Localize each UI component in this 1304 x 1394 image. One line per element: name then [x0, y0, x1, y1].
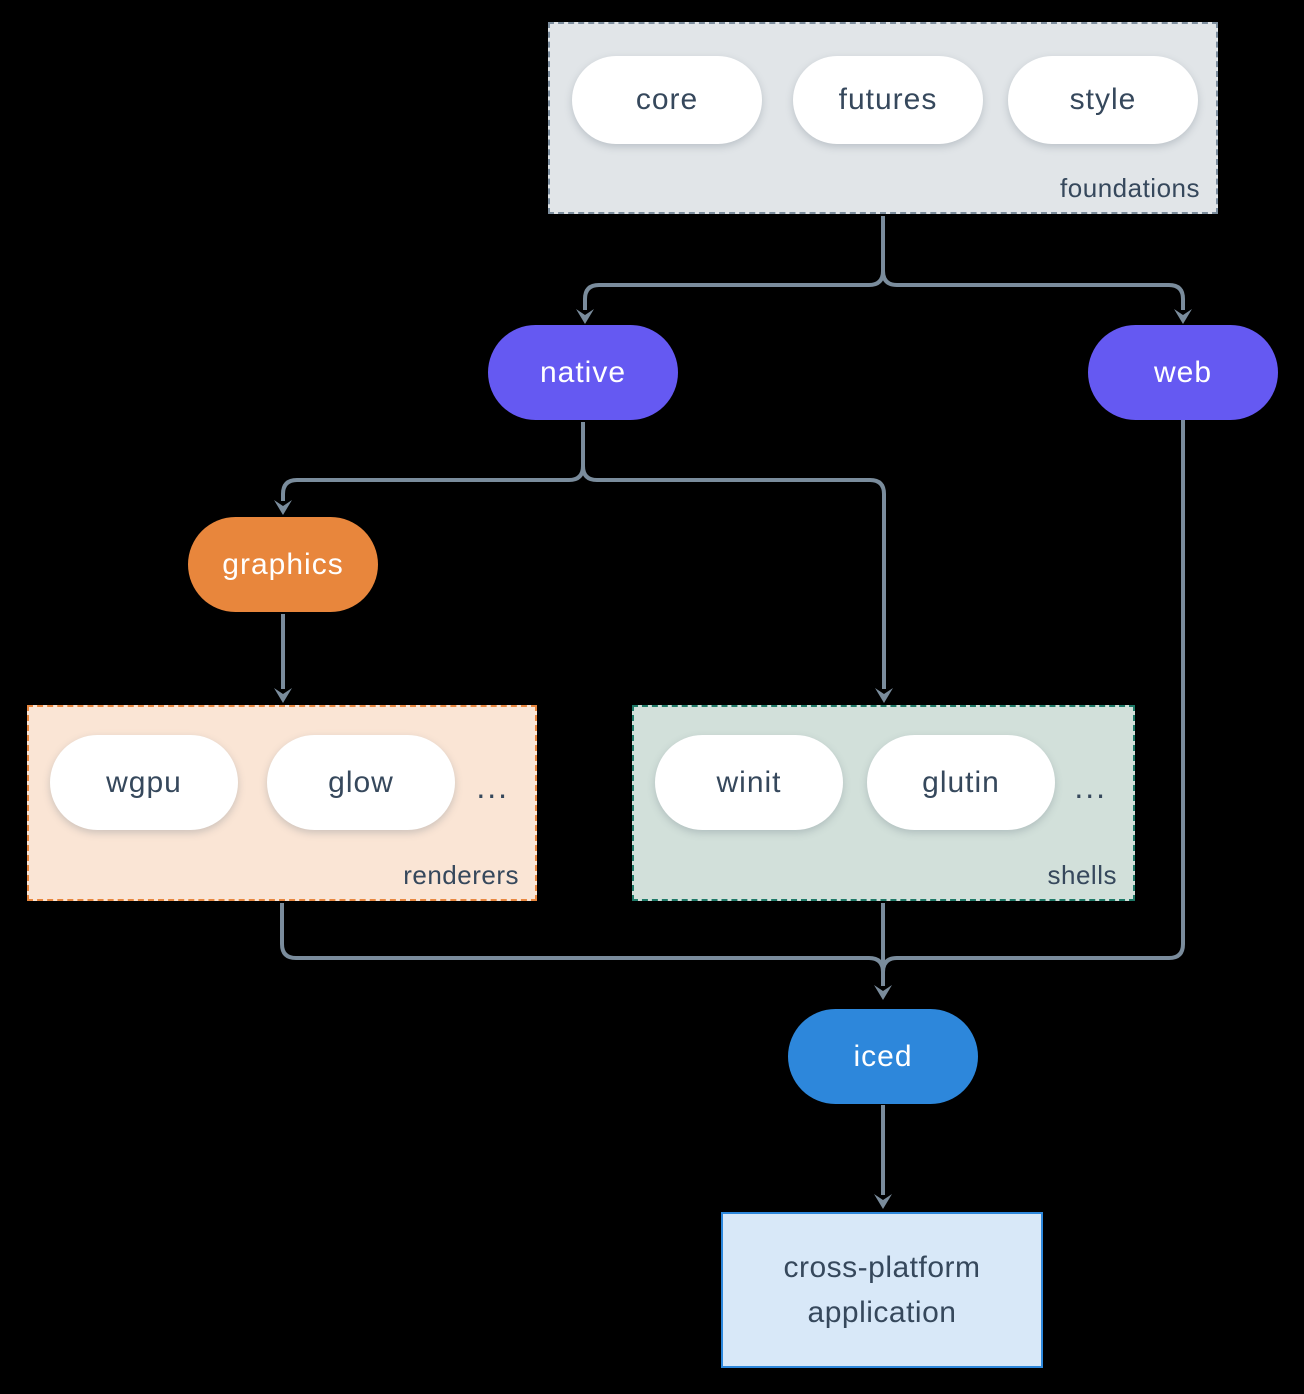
arrowhead-shells	[875, 688, 893, 703]
group-foundations: core futures style foundations	[548, 22, 1218, 214]
node-winit-label: winit	[716, 765, 782, 799]
node-wgpu-label: wgpu	[106, 765, 182, 799]
node-winit: winit	[655, 735, 843, 830]
node-core: core	[572, 56, 762, 144]
edge-renderers-iced	[280, 903, 885, 973]
node-graphics-label: graphics	[222, 547, 344, 581]
node-glow: glow	[267, 735, 455, 830]
edge-foundations-web	[881, 216, 1185, 310]
arrowhead-iced	[874, 985, 892, 1000]
shells-group-label: shells	[1047, 860, 1117, 890]
application-label-line1: cross-platform	[783, 1251, 981, 1284]
node-native-label: native	[539, 355, 627, 389]
node-glutin: glutin	[867, 735, 1055, 830]
node-core-label: core	[635, 83, 699, 116]
node-iced-label: iced	[853, 1039, 913, 1073]
renderers-group-label: renderers	[403, 860, 519, 890]
shells-ellipsis: ...	[1074, 769, 1107, 805]
node-native: native	[488, 325, 678, 420]
node-cross-platform-application: cross-platform application	[721, 1212, 1043, 1368]
renderers-ellipsis: ...	[476, 769, 509, 805]
foundations-group-label: foundations	[1060, 173, 1200, 203]
arrowhead-graphics	[274, 500, 292, 515]
arrowhead-web	[1174, 309, 1192, 324]
node-style-label: style	[1069, 83, 1137, 116]
edge-native-shells	[581, 422, 886, 689]
group-shells: winit glutin ... shells	[632, 705, 1135, 901]
node-graphics: graphics	[188, 517, 378, 612]
arrowhead-application	[874, 1194, 892, 1209]
node-style: style	[1008, 56, 1198, 144]
node-web: web	[1088, 325, 1278, 420]
node-iced: iced	[788, 1009, 978, 1104]
node-futures: futures	[793, 56, 983, 144]
node-wgpu: wgpu	[50, 735, 238, 830]
node-glutin-label: glutin	[922, 765, 1000, 799]
application-label-line2: application	[807, 1296, 957, 1329]
node-web-label: web	[1153, 355, 1213, 389]
arrowhead-renderers	[274, 688, 292, 703]
group-renderers: wgpu glow ... renderers	[27, 705, 537, 901]
arrowhead-native	[576, 309, 594, 324]
node-glow-label: glow	[328, 765, 394, 799]
edge-native-graphics	[281, 422, 585, 501]
node-futures-label: futures	[838, 83, 938, 116]
edge-foundations-native	[583, 216, 885, 310]
